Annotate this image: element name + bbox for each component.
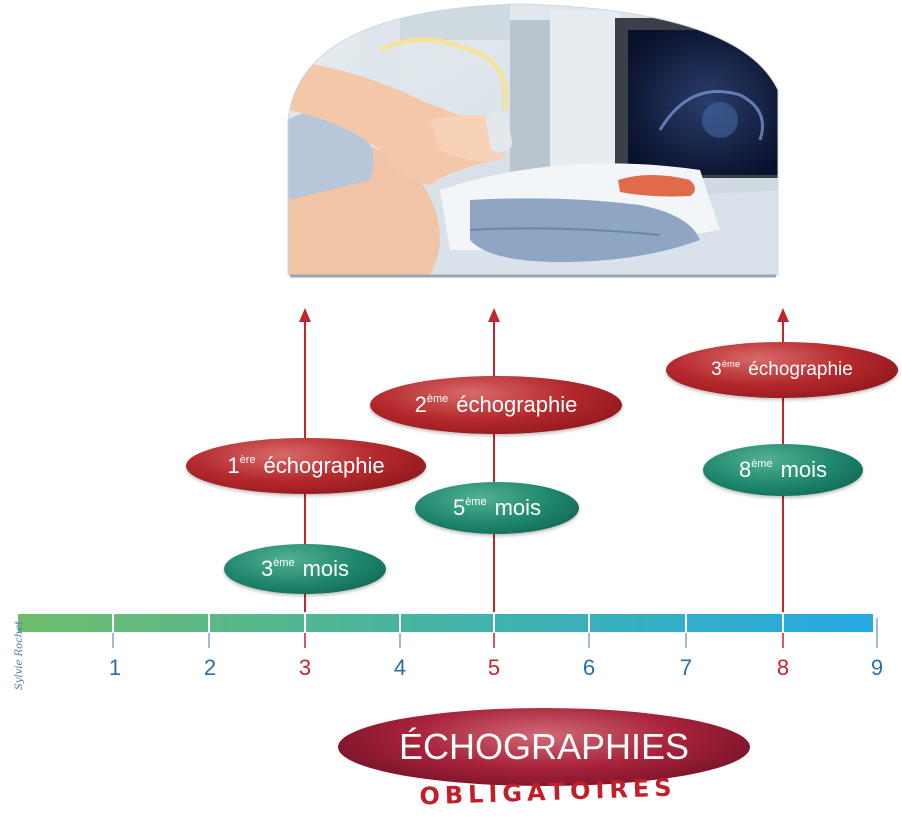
ordinal-suffix: ème xyxy=(465,495,487,508)
ordinal-suffix: ème xyxy=(426,392,449,405)
month-number: 3 xyxy=(260,556,274,581)
exam-word: échographie xyxy=(263,453,385,478)
exam-word: échographie xyxy=(748,359,853,380)
tick-label-6: 6 xyxy=(582,655,596,680)
tick-label-1: 1 xyxy=(108,655,122,680)
tick-label-2: 2 xyxy=(203,655,217,680)
tick-label-4: 4 xyxy=(393,655,407,680)
tick-label-7: 7 xyxy=(679,655,693,680)
month-word: mois xyxy=(494,495,542,520)
artist-signature: Sylvie Rochet xyxy=(14,620,25,690)
tick-label-8: 8 xyxy=(776,655,790,680)
month-word: mois xyxy=(780,457,828,482)
ordinal-suffix: ème xyxy=(721,359,741,371)
title-oval: ÉCHOGRAPHIES xyxy=(338,708,750,786)
month-number: 5 xyxy=(452,495,466,520)
tick-label-9: 9 xyxy=(870,655,884,680)
tick-label-5: 5 xyxy=(487,655,501,680)
ordinal-suffix: ème xyxy=(751,457,773,470)
arrow-month-5 xyxy=(488,308,500,630)
ordinal-suffix: ère xyxy=(239,453,256,466)
page-title: ÉCHOGRAPHIES xyxy=(398,726,690,767)
month-number: 8 xyxy=(738,457,752,482)
exam-word: échographie xyxy=(456,392,578,417)
timeline-ticks xyxy=(112,612,875,634)
month-word: mois xyxy=(302,556,350,581)
exam-number: 1 xyxy=(227,453,240,478)
ordinal-suffix: ème xyxy=(273,556,295,569)
tick-label-3: 3 xyxy=(298,655,312,680)
exam-number: 2 xyxy=(414,392,427,417)
exam-number: 3 xyxy=(711,359,722,380)
timeline-bar xyxy=(18,614,874,632)
ultrasound-illustration xyxy=(287,3,779,278)
